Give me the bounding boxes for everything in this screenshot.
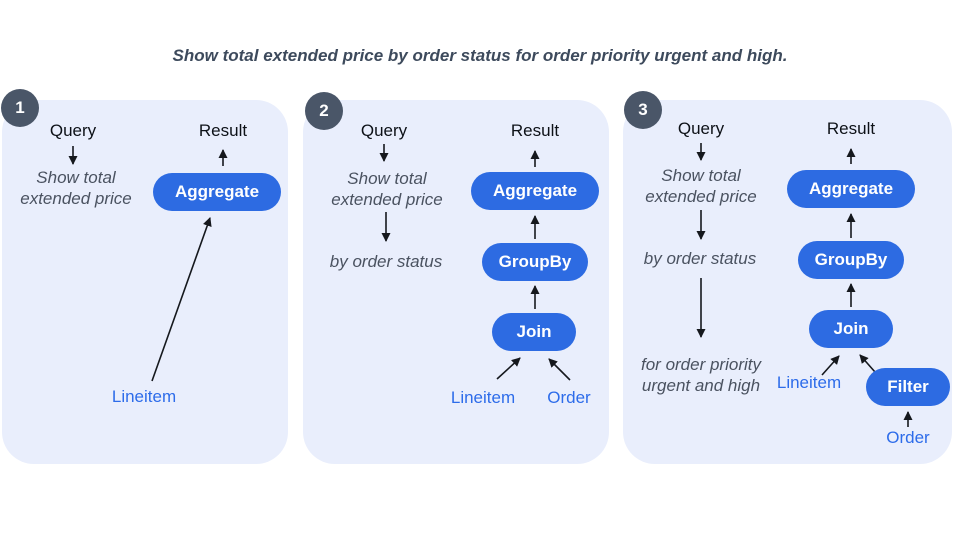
query-label: Query [677,119,725,138]
table-label-order: Order [547,388,591,407]
table-label-lineitem: Lineitem [450,388,516,407]
query-step-1: Show total extended price [331,169,443,209]
caption-title: Show total extended price by order statu… [172,46,788,65]
result-label: Result [198,121,248,140]
result-label: Result [510,121,560,140]
query-step-2: by order status [329,252,443,271]
arrow-order-to-join [548,358,571,381]
query-step-1: Show total extended price [20,168,132,208]
node-join: Join [809,310,893,348]
query-step-3: for order priority urgent and high [641,355,761,395]
node-aggregate: Aggregate [153,173,281,211]
arrow-lineitem-to-aggregate [151,217,212,382]
node-groupby: GroupBy [482,243,588,281]
table-label-order: Order [886,428,930,447]
query-step-2: by order status [643,249,757,268]
query-label: Query [49,121,97,140]
panel-step-3: 3 Query Result Show total extended price… [623,91,952,464]
arrow-lineitem-to-join [496,357,521,380]
node-groupby: GroupBy [798,241,904,279]
node-aggregate: Aggregate [471,172,599,210]
query-step-1: Show total extended price [645,166,757,206]
node-filter: Filter [866,368,950,406]
table-label-lineitem: Lineitem [776,373,842,392]
panel-step-2: 2 Query Result Show total extended price… [303,92,609,464]
arrow-lineitem-to-join [821,355,840,376]
query-label: Query [360,121,408,140]
panel-step-1: 1 Query Result Show total extended price… [1,89,288,464]
arrow-filter-to-join [859,354,876,373]
step-badge-3: 3 [624,91,662,129]
result-label: Result [826,119,876,138]
table-label-lineitem: Lineitem [111,387,177,406]
node-join: Join [492,313,576,351]
step-badge-1: 1 [1,89,39,127]
node-aggregate: Aggregate [787,170,915,208]
step-badge-2: 2 [305,92,343,130]
